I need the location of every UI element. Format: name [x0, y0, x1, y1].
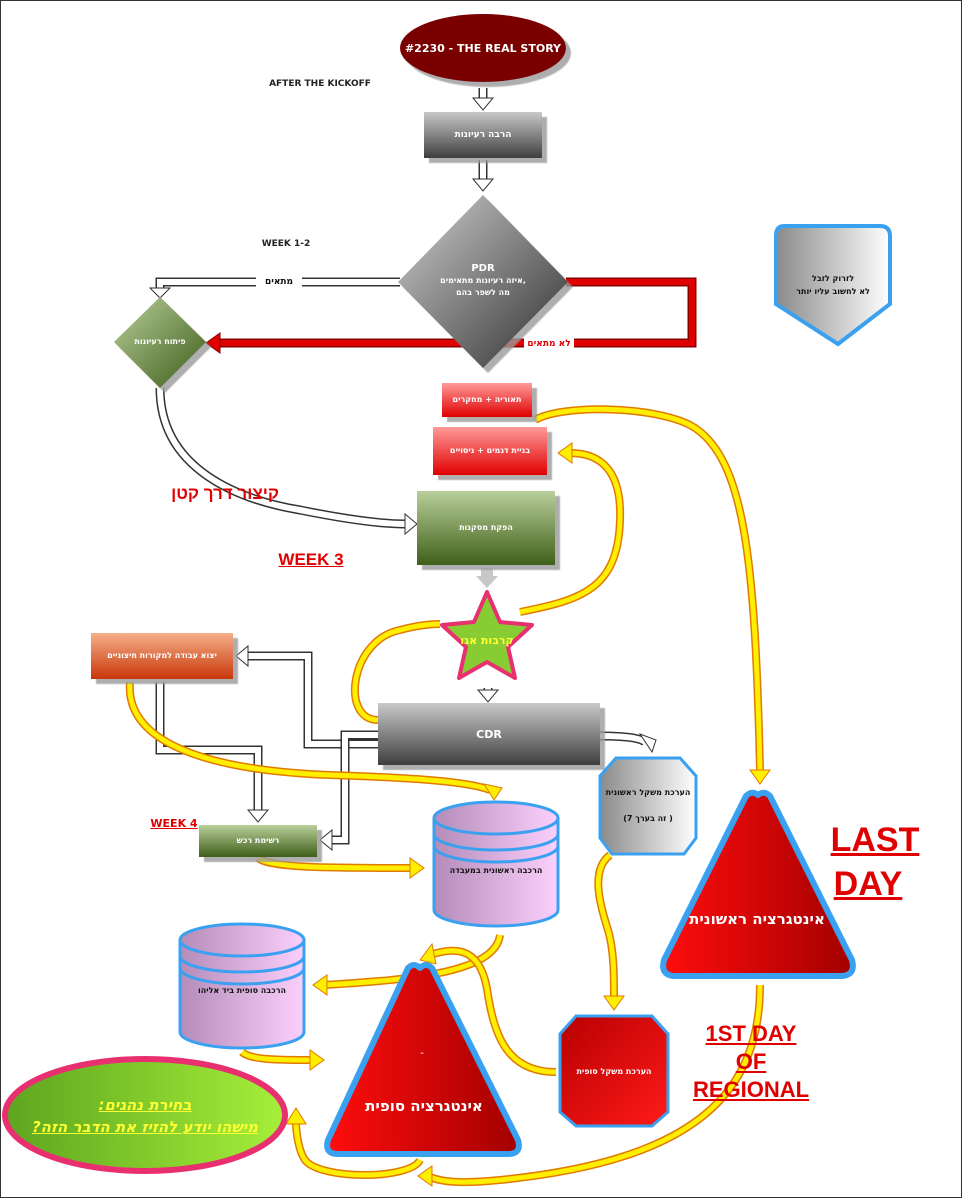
text-assembly-lab: הרכבה ראשונית במעבדה [449, 866, 543, 875]
text-final-integration-dash: - [420, 1047, 424, 1059]
text-weight-initial-1: הערכת משקל ראשונית [605, 788, 691, 797]
yellow-connectors [125, 405, 771, 1187]
shape-weight-initial [598, 756, 698, 856]
text-pdr-line1: ,איזה רעיונות מתאימים [440, 276, 526, 285]
triangle-final-integration [324, 962, 522, 1157]
shield-trash [774, 224, 892, 347]
hollow-connectors [148, 88, 657, 852]
text-external: יצוא עבודה למקורות חיצוניים [107, 651, 217, 660]
box-external [91, 633, 233, 679]
label-match: מתאים [256, 275, 302, 289]
text-ego-battles: קרבות אגו [460, 633, 514, 647]
label-regional-3: REGIONAL [692, 1077, 810, 1102]
box-theory [442, 383, 532, 417]
text-final-integration: אינטגרציה סופית [365, 1097, 483, 1115]
box-models [433, 427, 547, 475]
text-models: בניית דגמים + ניסויים [449, 446, 531, 455]
label-week-1-2: WEEK 1-2 [261, 239, 311, 249]
triangle-first-integration [660, 789, 856, 979]
title-text: #2230 - THE REAL STORY [404, 41, 562, 55]
text-theory: תאוריה + מחקרים [452, 395, 522, 404]
star-ego [440, 590, 534, 680]
text-parts-list: רשימת רכש [236, 836, 280, 845]
label-week-4: WEEK 4 [150, 816, 198, 830]
text-cdr: CDR [476, 727, 502, 741]
text-many-ideas: הרבה רעיונות [454, 130, 512, 140]
text-pdr-line2: מה לשפר בהם [456, 288, 510, 297]
connector-conclusions-star [476, 568, 498, 588]
diamond-develop [114, 297, 206, 388]
text-drivers-2: מישהו יודע להזיז את הדבר הזה? [31, 1118, 259, 1136]
box-cdr [378, 703, 600, 765]
label-regional-1: 1ST DAY [705, 1021, 797, 1046]
text-conclusions: הפקת מסקנות [459, 523, 513, 532]
connector-no-match [205, 277, 697, 354]
label-last-2: DAY [833, 864, 903, 903]
label-shortcut: קיצור דרך קטן [171, 484, 279, 503]
text-first-integration: אינטגרציה ראשונית [689, 910, 825, 928]
label-regional-2: OF [735, 1049, 767, 1074]
label-after-kickoff: AFTER THE KICKOFF [269, 79, 371, 89]
text-shield-1: לזרוק לזבל [811, 274, 855, 283]
text-weight-initial-2: ( זה בערך 7) [623, 814, 673, 823]
shape-final-weight [558, 1014, 670, 1128]
label-week-3: WEEK 3 [278, 550, 344, 569]
text-shield-2: לא לחשוב עליו יותר [796, 287, 870, 296]
label-last-1: LAST [830, 820, 920, 859]
box-many-ideas [424, 112, 542, 158]
text-develop-ideas: פיתוח רעיונות [134, 337, 186, 346]
text-final-assembly: הרכבה סופית ביד אליהו [197, 986, 287, 995]
text-final-weight: הערכת משקל סופית [576, 1067, 652, 1076]
text-drivers-1: בחירת נהגים: [98, 1096, 192, 1114]
diamond-pdr [398, 195, 568, 368]
box-conclusions [417, 491, 555, 565]
text-pdr-title: PDR [471, 262, 495, 274]
cylinder-final-assembly [178, 922, 306, 1050]
ellipse-drivers [2, 1056, 288, 1174]
title-ellipse [400, 14, 566, 82]
connector-cdr-parts [330, 730, 378, 845]
label-no-match: לא מתאים [524, 337, 574, 351]
cylinder-assembly-lab [432, 800, 560, 928]
box-parts [199, 825, 317, 857]
